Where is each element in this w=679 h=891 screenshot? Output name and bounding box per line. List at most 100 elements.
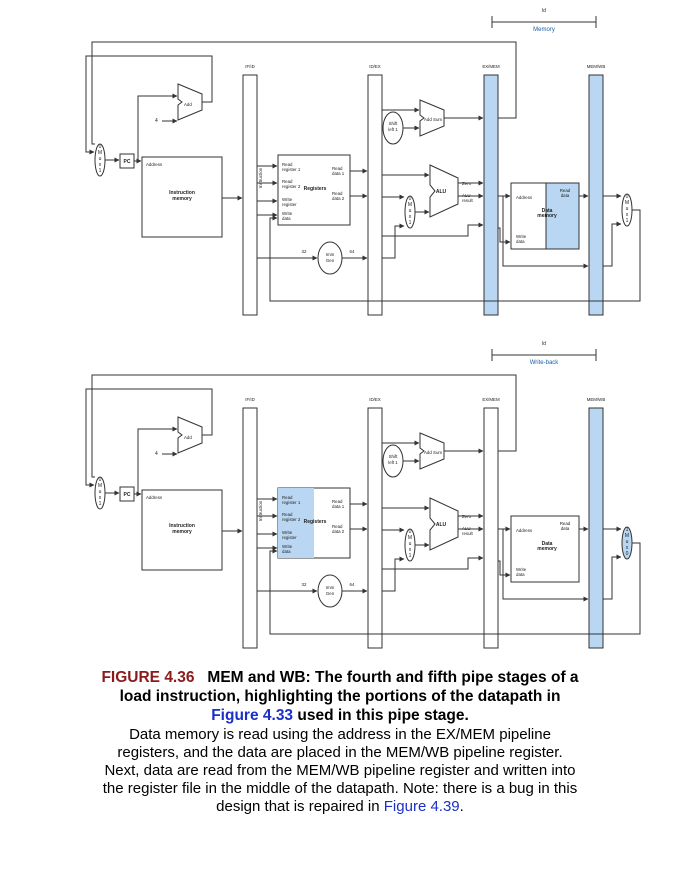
wire-write-data-to-dmem xyxy=(498,560,511,578)
data-memory-write-data-line-1: Write xyxy=(516,567,527,572)
pc-adder-label: Add xyxy=(184,435,192,440)
registers-label: Registers xyxy=(304,186,327,192)
caption-body-end: . xyxy=(459,798,464,815)
instruction-memory-label-line-2: memory xyxy=(172,529,192,535)
wire-wb-alu-result xyxy=(603,554,622,600)
pc-mux-text-1: 0 xyxy=(99,477,102,483)
instruction-label: ld xyxy=(542,341,546,347)
instruction-label: ld xyxy=(542,8,546,14)
caption-title-end: used in this pipe stage. xyxy=(297,707,469,724)
pc-adder xyxy=(177,83,203,121)
alu-label: ALU xyxy=(436,189,447,195)
data-memory-write-data-line-2: data xyxy=(516,239,525,244)
read-data-1-line-1: Read xyxy=(332,499,343,504)
shift-left-label-line-2: left 1 xyxy=(388,460,398,465)
alu xyxy=(429,497,459,551)
write-data-line-1: Write xyxy=(282,544,293,549)
read-data-2-line-1: Read xyxy=(332,191,343,196)
read-data-1-line-2: data 1 xyxy=(332,504,345,509)
imm-gen-in-bits: 32 xyxy=(302,249,307,254)
branch-adder xyxy=(419,99,445,137)
pc-mux-text-2: M xyxy=(98,483,102,489)
imm-gen-in-bits: 32 xyxy=(302,582,307,587)
read-register-1-line-2: register 1 xyxy=(282,167,301,172)
write-data-line-1: Write xyxy=(282,211,293,216)
alu xyxy=(429,164,459,218)
write-register-line-1: Write xyxy=(282,197,293,202)
pipeline-register-mem-wb xyxy=(588,74,604,316)
writeback-mux-text-4: x xyxy=(626,212,629,218)
wire-alu-bypass xyxy=(502,529,589,602)
pipeline-register-id-ex-label: ID/EX xyxy=(369,397,381,402)
writeback-mux-text-2: M xyxy=(625,200,629,206)
imm-gen-label-line-2: Gen xyxy=(326,258,335,263)
caption-body-text: Data memory is read using the address in… xyxy=(102,726,578,815)
pc-mux-text-4: x xyxy=(99,162,102,168)
imm-gen-label-line-1: Imm xyxy=(326,252,335,257)
figure-caption: FIGURE 4.36 MEM and WB: The fourth and f… xyxy=(100,668,580,816)
data-memory-label-line-1: Data xyxy=(542,541,553,547)
instruction-memory-label-line-1: Instruction xyxy=(169,190,195,196)
pc-mux-text-3: u xyxy=(99,156,102,162)
constant-four: 4 xyxy=(155,118,158,124)
wire-alu-bypass xyxy=(502,196,589,269)
alu-src-mux-text-1: 0 xyxy=(409,196,412,202)
read-register-2-line-2: register 2 xyxy=(282,184,301,189)
alu-src-mux-text-3: u xyxy=(409,541,412,547)
register-file-highlight xyxy=(278,488,314,558)
read-data-1-line-1: Read xyxy=(332,166,343,171)
write-data-line-2: data xyxy=(282,549,291,554)
instruction-memory xyxy=(141,156,223,238)
instruction-memory-address: Address xyxy=(146,162,163,167)
pipeline-register-id-ex xyxy=(367,74,383,316)
instruction-memory xyxy=(141,489,223,571)
figure-link-4-33[interactable]: Figure 4.33 xyxy=(211,707,294,724)
wire-writeback-to-regfile xyxy=(269,542,641,635)
instruction-memory-label-line-1: Instruction xyxy=(169,523,195,529)
pipeline-register-if-id-label: IF/ID xyxy=(245,397,255,402)
data-memory-address: Address xyxy=(516,195,533,200)
pc-mux-text-1: 0 xyxy=(99,144,102,150)
shift-left-label-line-1: Shift xyxy=(389,121,399,126)
pc-mux-text-2: M xyxy=(98,150,102,156)
imm-gen-label-line-2: Gen xyxy=(326,591,335,596)
instruction-bus-label: Instruction xyxy=(258,500,263,521)
data-memory-address: Address xyxy=(516,528,533,533)
alu-src-mux-text-4: x xyxy=(409,547,412,553)
write-data-line-2: data xyxy=(282,216,291,221)
wire-imm-to-alu-mux xyxy=(382,223,405,259)
pc-label: PC xyxy=(124,159,131,165)
pc-adder xyxy=(177,416,203,454)
wire-writeback-to-regfile xyxy=(269,209,641,302)
writeback-mux-text-3: u xyxy=(626,206,629,212)
read-data-2-line-2: data 2 xyxy=(332,196,345,201)
write-register-line-2: register xyxy=(282,535,297,540)
caption-body: Data memory is read using the address in… xyxy=(100,726,580,816)
data-memory-write-data-line-1: Write xyxy=(516,234,527,239)
branch-adder xyxy=(419,432,445,470)
pc-label: PC xyxy=(124,492,131,498)
read-register-1-line-2: register 1 xyxy=(282,500,301,505)
read-data-2-line-1: Read xyxy=(332,524,343,529)
pipeline-register-if-id xyxy=(242,407,258,649)
caption-title: FIGURE 4.36 MEM and WB: The fourth and f… xyxy=(100,668,580,725)
alu-src-mux-text-5: 1 xyxy=(409,553,412,559)
read-register-2-line-2: register 2 xyxy=(282,517,301,522)
data-memory-write-data-line-2: data xyxy=(516,572,525,577)
stage-label: Write-back xyxy=(530,360,560,366)
figure-link-4-39[interactable]: Figure 4.39 xyxy=(383,798,460,815)
pipeline-register-ex-mem xyxy=(483,407,499,649)
imm-gen-out-bits: 64 xyxy=(350,582,355,587)
writeback-mux-text-4: x xyxy=(626,545,629,551)
writeback-mux-text-1: 1 xyxy=(626,527,629,533)
writeback-mux-text-5: 0 xyxy=(626,551,629,557)
shift-left-label-line-2: left 1 xyxy=(388,127,398,132)
read-register-1-line-1: Read xyxy=(282,162,293,167)
caption-title-text: MEM and WB: The fourth and fifth pipe st… xyxy=(119,669,579,705)
imm-gen-label-line-1: Imm xyxy=(326,585,335,590)
read-register-2-line-1: Read xyxy=(282,512,293,517)
data-memory-read-data-line-1: Read xyxy=(560,521,571,526)
wire-pc-to-adder xyxy=(137,426,178,494)
branch-adder-label: Add Sum xyxy=(424,450,442,455)
pipeline-register-id-ex-label: ID/EX xyxy=(369,64,381,69)
